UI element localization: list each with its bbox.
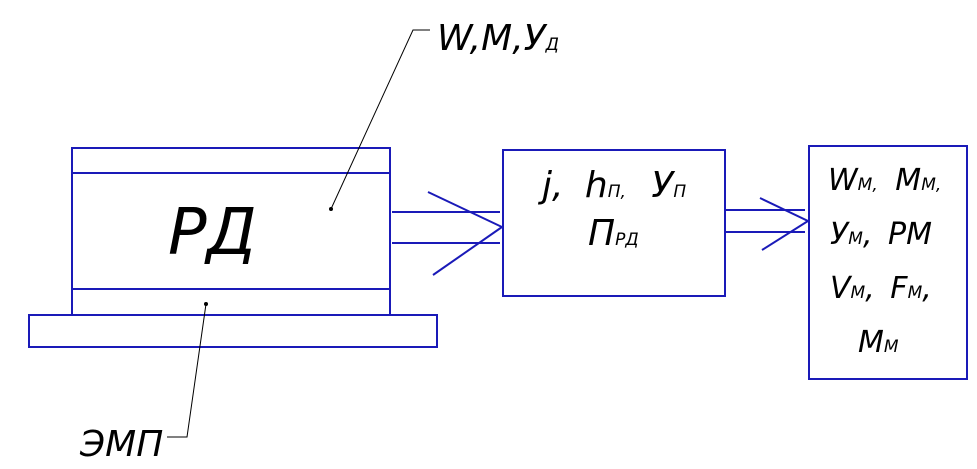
output-line-4: MМ <box>858 325 899 360</box>
emp-callout: ЭМП <box>79 302 208 465</box>
output-line-1: WМ, MМ, <box>828 163 941 198</box>
middle-comma: , <box>621 182 626 202</box>
rd-block-frame <box>71 147 391 316</box>
output-u: У <box>830 217 850 252</box>
callout-m: M <box>481 18 512 59</box>
middle-h-sub: П <box>608 182 621 202</box>
output-w: W <box>828 163 859 198</box>
middle-line-2: ПРД <box>588 213 639 254</box>
callout-comma-2: , <box>512 18 523 59</box>
arrow-2-head <box>759 197 811 251</box>
callout-w: W <box>437 18 474 59</box>
base-plate <box>28 314 438 348</box>
middle-p: П <box>588 213 615 254</box>
output-comma-5: , <box>922 271 932 306</box>
arrow-middle-to-output <box>726 197 811 251</box>
output-comma-1: , <box>872 175 877 195</box>
output-m2: M <box>858 325 884 360</box>
output-f: F <box>890 271 908 306</box>
output-block: WМ, MМ, УМ, PM VМ, FМ, MМ <box>808 145 968 380</box>
arrow-1-head <box>427 191 504 276</box>
output-v: V <box>830 271 853 306</box>
rd-callout-leader <box>330 29 430 210</box>
output-m2-sub: М <box>884 337 899 357</box>
middle-block: j, hП, УП ПРД <box>502 149 726 297</box>
emp-callout-leader <box>167 303 207 438</box>
output-m1: M <box>895 163 921 198</box>
emp-callout-text: ЭМП <box>79 424 163 465</box>
middle-j: j, <box>537 165 563 206</box>
rd-label: РД <box>168 196 257 270</box>
output-comma-2: , <box>936 175 941 195</box>
rd-block: РД <box>71 147 391 316</box>
middle-line-1: j, hП, УП <box>537 165 686 206</box>
middle-p-sub: РД <box>615 230 639 250</box>
rd-callout-text: W,M,УД <box>437 18 559 59</box>
output-v-sub: М <box>851 283 866 303</box>
callout-comma-1: , <box>470 18 481 59</box>
output-block-frame <box>808 145 968 380</box>
callout-u-sub: Д <box>545 35 559 55</box>
arrow-rd-to-middle <box>392 191 504 276</box>
output-m1-sub: М <box>921 175 936 195</box>
middle-h: h <box>585 165 608 206</box>
output-comma-4: , <box>865 271 875 306</box>
output-comma-3: , <box>863 217 873 252</box>
output-w-sub: М <box>858 175 873 195</box>
middle-block-frame <box>502 149 726 297</box>
output-u-sub: М <box>848 229 863 249</box>
middle-u: У <box>651 165 675 206</box>
rd-callout: W,M,УД <box>329 18 559 211</box>
output-f-sub: М <box>908 283 923 303</box>
output-pm: PM <box>888 217 932 252</box>
output-line-3: VМ, FМ, <box>830 271 932 306</box>
middle-u-sub: П <box>673 182 686 202</box>
callout-u: У <box>524 18 548 59</box>
output-line-2: УМ, PM <box>830 217 932 252</box>
